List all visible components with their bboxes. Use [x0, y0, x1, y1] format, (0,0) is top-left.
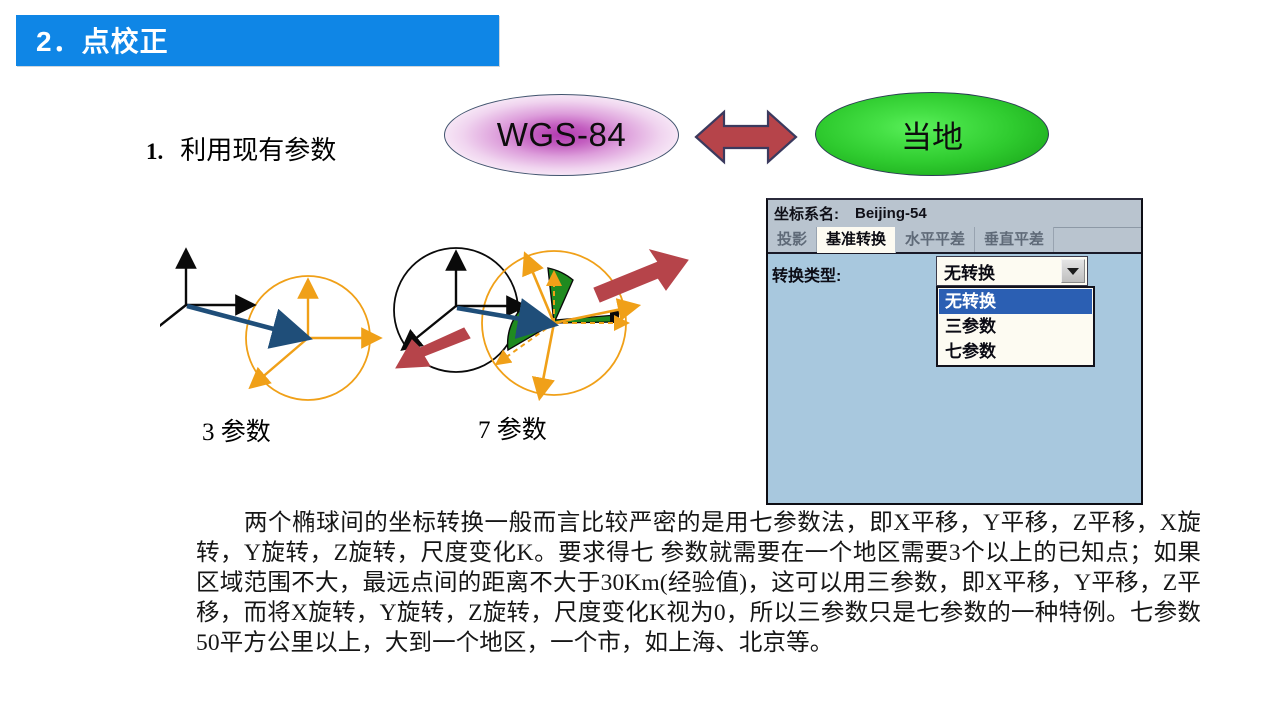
dropdown-option-seven-parameter[interactable]: 七参数 — [945, 342, 996, 361]
transform-type-combobox[interactable]: 无转换 — [936, 256, 1088, 286]
bullet-item-1: 1. 利用现有参数 — [146, 130, 336, 167]
tab-datum-transform[interactable]: 基准转换 — [817, 227, 897, 253]
dialog-tab-bar: 投影 基准转换 水平平差 垂直平差 — [768, 227, 1141, 254]
tab-horizontal-adjust[interactable]: 水平平差 — [896, 227, 976, 252]
local-datum-ellipse: 当地 — [815, 92, 1049, 176]
wgs84-ellipse: WGS-84 — [444, 94, 679, 176]
three-parameter-label: 3 参数 — [202, 419, 271, 446]
tab-vertical-adjust[interactable]: 垂直平差 — [975, 227, 1055, 252]
datum-transform-panel: 转换类型: 无转换 无转换 三参数 七参数 — [768, 254, 1141, 501]
page-title: 2．点校正 — [36, 25, 169, 57]
local-datum-ellipse-label: 当地 — [901, 119, 963, 155]
double-headed-arrow-icon — [694, 109, 798, 165]
transform-type-label: 转换类型: — [772, 268, 842, 285]
transform-type-dropdown-list[interactable]: 无转换 三参数 七参数 — [936, 286, 1095, 367]
coord-system-name-value: Beijing-54 — [855, 205, 927, 222]
bullet-number: 1. — [146, 139, 164, 164]
body-paragraph: 两个椭球间的坐标转换一般而言比较严密的是用七参数法，即X平移，Y平移，Z平移，X… — [196, 510, 1201, 656]
wgs84-ellipse-label: WGS-84 — [496, 116, 627, 153]
coord-system-name-label: 坐标系名: — [774, 206, 839, 223]
transform-type-selected-value: 无转换 — [944, 263, 995, 283]
dialog-header: 坐标系名: Beijing-54 — [768, 200, 1141, 228]
dropdown-option-no-transform[interactable]: 无转换 — [939, 289, 1092, 314]
bullet-label: 利用现有参数 — [180, 136, 337, 165]
three-parameter-diagram — [160, 247, 383, 401]
seven-parameter-label: 7 参数 — [478, 417, 547, 444]
seven-parameter-diagram — [393, 247, 689, 402]
coordinate-system-dialog: 坐标系名: Beijing-54 投影 基准转换 水平平差 垂直平差 转换类型:… — [766, 198, 1143, 505]
tab-projection[interactable]: 投影 — [768, 227, 818, 252]
slide-title-banner: 2．点校正 — [16, 15, 499, 66]
chevron-down-icon[interactable] — [1061, 259, 1085, 283]
dropdown-option-three-parameter[interactable]: 三参数 — [945, 317, 996, 336]
